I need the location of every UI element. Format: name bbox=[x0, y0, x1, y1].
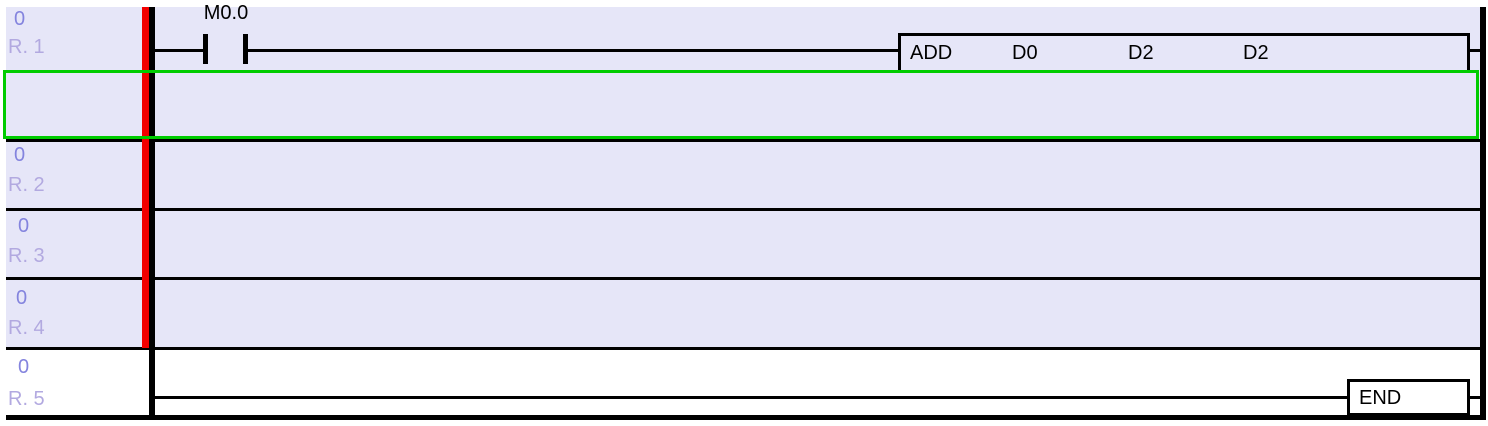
step-number-r2: 0 bbox=[14, 144, 26, 166]
row-label-r2: R. 2 bbox=[8, 174, 45, 196]
add-operand-2: D2 bbox=[1128, 42, 1154, 64]
contact-bar-left bbox=[203, 34, 208, 64]
rung5-wire-right bbox=[1470, 396, 1480, 399]
row-separator-3 bbox=[6, 277, 1482, 280]
row-header-r3[interactable]: 0 R. 3 bbox=[6, 211, 142, 277]
step-number-r5: 0 bbox=[18, 356, 30, 378]
row-header-r1[interactable]: 0 R. 1 bbox=[6, 7, 142, 70]
step-number-r4: 0 bbox=[16, 287, 28, 309]
row-header-r4[interactable]: 0 R. 4 bbox=[6, 280, 142, 347]
add-operand-1: D0 bbox=[1012, 42, 1038, 64]
right-power-rail bbox=[1480, 7, 1486, 416]
add-instruction-box[interactable]: ADD D0 D2 D2 bbox=[898, 33, 1470, 73]
rung1-wire-middle bbox=[248, 49, 898, 52]
end-instruction-box[interactable]: END bbox=[1347, 379, 1470, 416]
left-power-rail bbox=[149, 7, 155, 416]
step-number-r1: 0 bbox=[14, 8, 26, 30]
row-label-r3: R. 3 bbox=[8, 245, 45, 267]
contact-bar-right bbox=[243, 34, 248, 64]
rung1-wire-left bbox=[155, 49, 203, 52]
step-number-r3: 0 bbox=[18, 215, 30, 237]
normally-open-contact-m00[interactable] bbox=[203, 34, 248, 64]
row-header-r5[interactable]: 0 R. 5 bbox=[6, 351, 142, 415]
add-opcode: ADD bbox=[910, 42, 953, 64]
contact-m00-label: M0.0 bbox=[203, 2, 249, 24]
ladder-bottom-border bbox=[6, 415, 1486, 420]
row-separator-2 bbox=[6, 208, 1482, 211]
row-label-r1: R. 1 bbox=[8, 36, 45, 58]
ladder-rows-background bbox=[6, 7, 1480, 348]
selected-cell-highlight[interactable] bbox=[3, 70, 1479, 139]
row-separator-4 bbox=[6, 347, 1482, 350]
add-operand-3: D2 bbox=[1243, 42, 1269, 64]
end-opcode: END bbox=[1359, 386, 1402, 409]
rung5-wire-left bbox=[155, 396, 1347, 399]
row-label-r4: R. 4 bbox=[8, 317, 45, 339]
rung1-wire-right bbox=[1470, 49, 1480, 52]
row-header-r2[interactable]: 0 R. 2 bbox=[6, 142, 142, 208]
row-label-r5: R. 5 bbox=[8, 388, 45, 410]
left-power-rail-red bbox=[142, 7, 149, 348]
row-separator-1 bbox=[6, 139, 1482, 142]
